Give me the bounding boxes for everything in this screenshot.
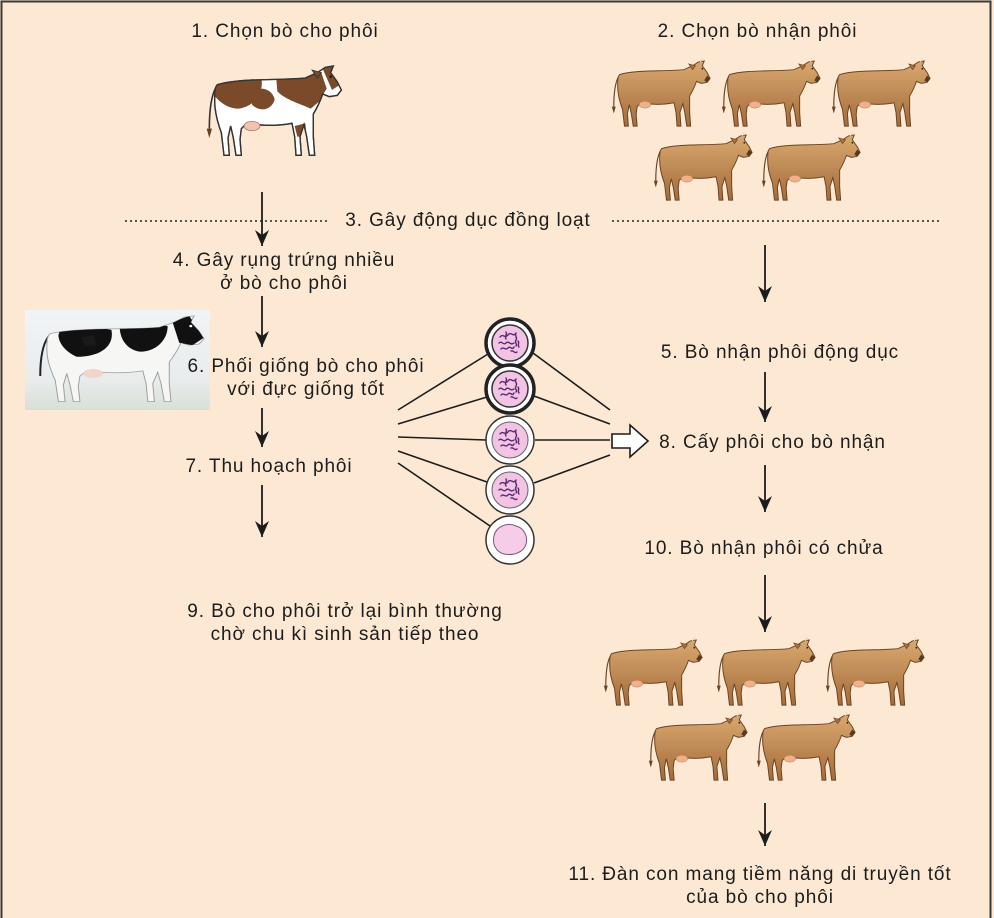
step-9-line-2: chờ chu kì sinh sản tiếp theo (155, 623, 535, 646)
step-1-label: 1. Chọn bò cho phôi (150, 20, 420, 43)
brown-cow-icon (826, 637, 924, 705)
holstein-cow-icon (207, 66, 342, 155)
step-4-line-1: 4. Gây rụng trứng nhiều (158, 249, 410, 272)
embryo-link-line (534, 396, 610, 424)
embryo-link-line (398, 437, 486, 440)
step-9-line-1: 9. Bò cho phôi trở lại bình thường (155, 600, 535, 623)
brown-cow-icon (722, 58, 820, 126)
brown-cow-icon (717, 637, 815, 705)
embryo-icon (486, 416, 534, 464)
step-6-line-1: 6. Phối giống bò cho phôi (168, 355, 444, 378)
embryo-icon (486, 365, 534, 413)
step-11-label: 11. Đàn con mang tiềm năng di truyền tốt… (545, 863, 975, 909)
embryo-link-line (533, 353, 610, 410)
embryo-link-line (398, 463, 490, 526)
recipient-cows-group-top (612, 58, 930, 200)
brown-cow-icon (832, 58, 930, 126)
step-4-label: 4. Gây rụng trứng nhiều ở bò cho phôi (158, 249, 410, 295)
brown-cow-icon (757, 712, 855, 780)
step-10-label: 10. Bò nhận phôi có chửa (630, 537, 898, 560)
step-7-label: 7. Thu hoạch phôi (150, 455, 388, 478)
step-6-label: 6. Phối giống bò cho phôi với đực giống … (168, 355, 444, 401)
step-9-label: 9. Bò cho phôi trở lại bình thường chờ c… (155, 600, 535, 646)
step-11-line-1: 11. Đàn con mang tiềm năng di truyền tốt (545, 863, 975, 886)
brown-cow-icon (649, 712, 747, 780)
step-2-label: 2. Chọn bò nhận phôi (620, 20, 895, 43)
embryo-icon (486, 466, 534, 514)
brown-cow-icon (654, 132, 752, 200)
step-8-label: 8. Cấy phôi cho bò nhận (650, 431, 895, 454)
embryo-icon (486, 319, 534, 367)
brown-cow-icon (612, 58, 710, 126)
hollow-arrow-right-icon (612, 425, 648, 457)
embryo-link-line (534, 455, 610, 483)
brown-cow-icon (604, 637, 702, 705)
step-3-label: 3. Gây động dục đồng loạt (337, 209, 599, 232)
embryo-degenerate-icon (486, 516, 534, 564)
recipient-cows-group-bottom (604, 637, 924, 780)
step-11-line-2: của bò cho phôi (545, 886, 975, 909)
step-4-line-2: ở bò cho phôi (158, 272, 410, 295)
brown-cow-icon (762, 132, 860, 200)
embryo-link-line (398, 451, 487, 482)
step-6-line-2: với đực giống tốt (168, 378, 444, 401)
step-5-label: 5. Bò nhận phôi động dục (640, 341, 920, 364)
